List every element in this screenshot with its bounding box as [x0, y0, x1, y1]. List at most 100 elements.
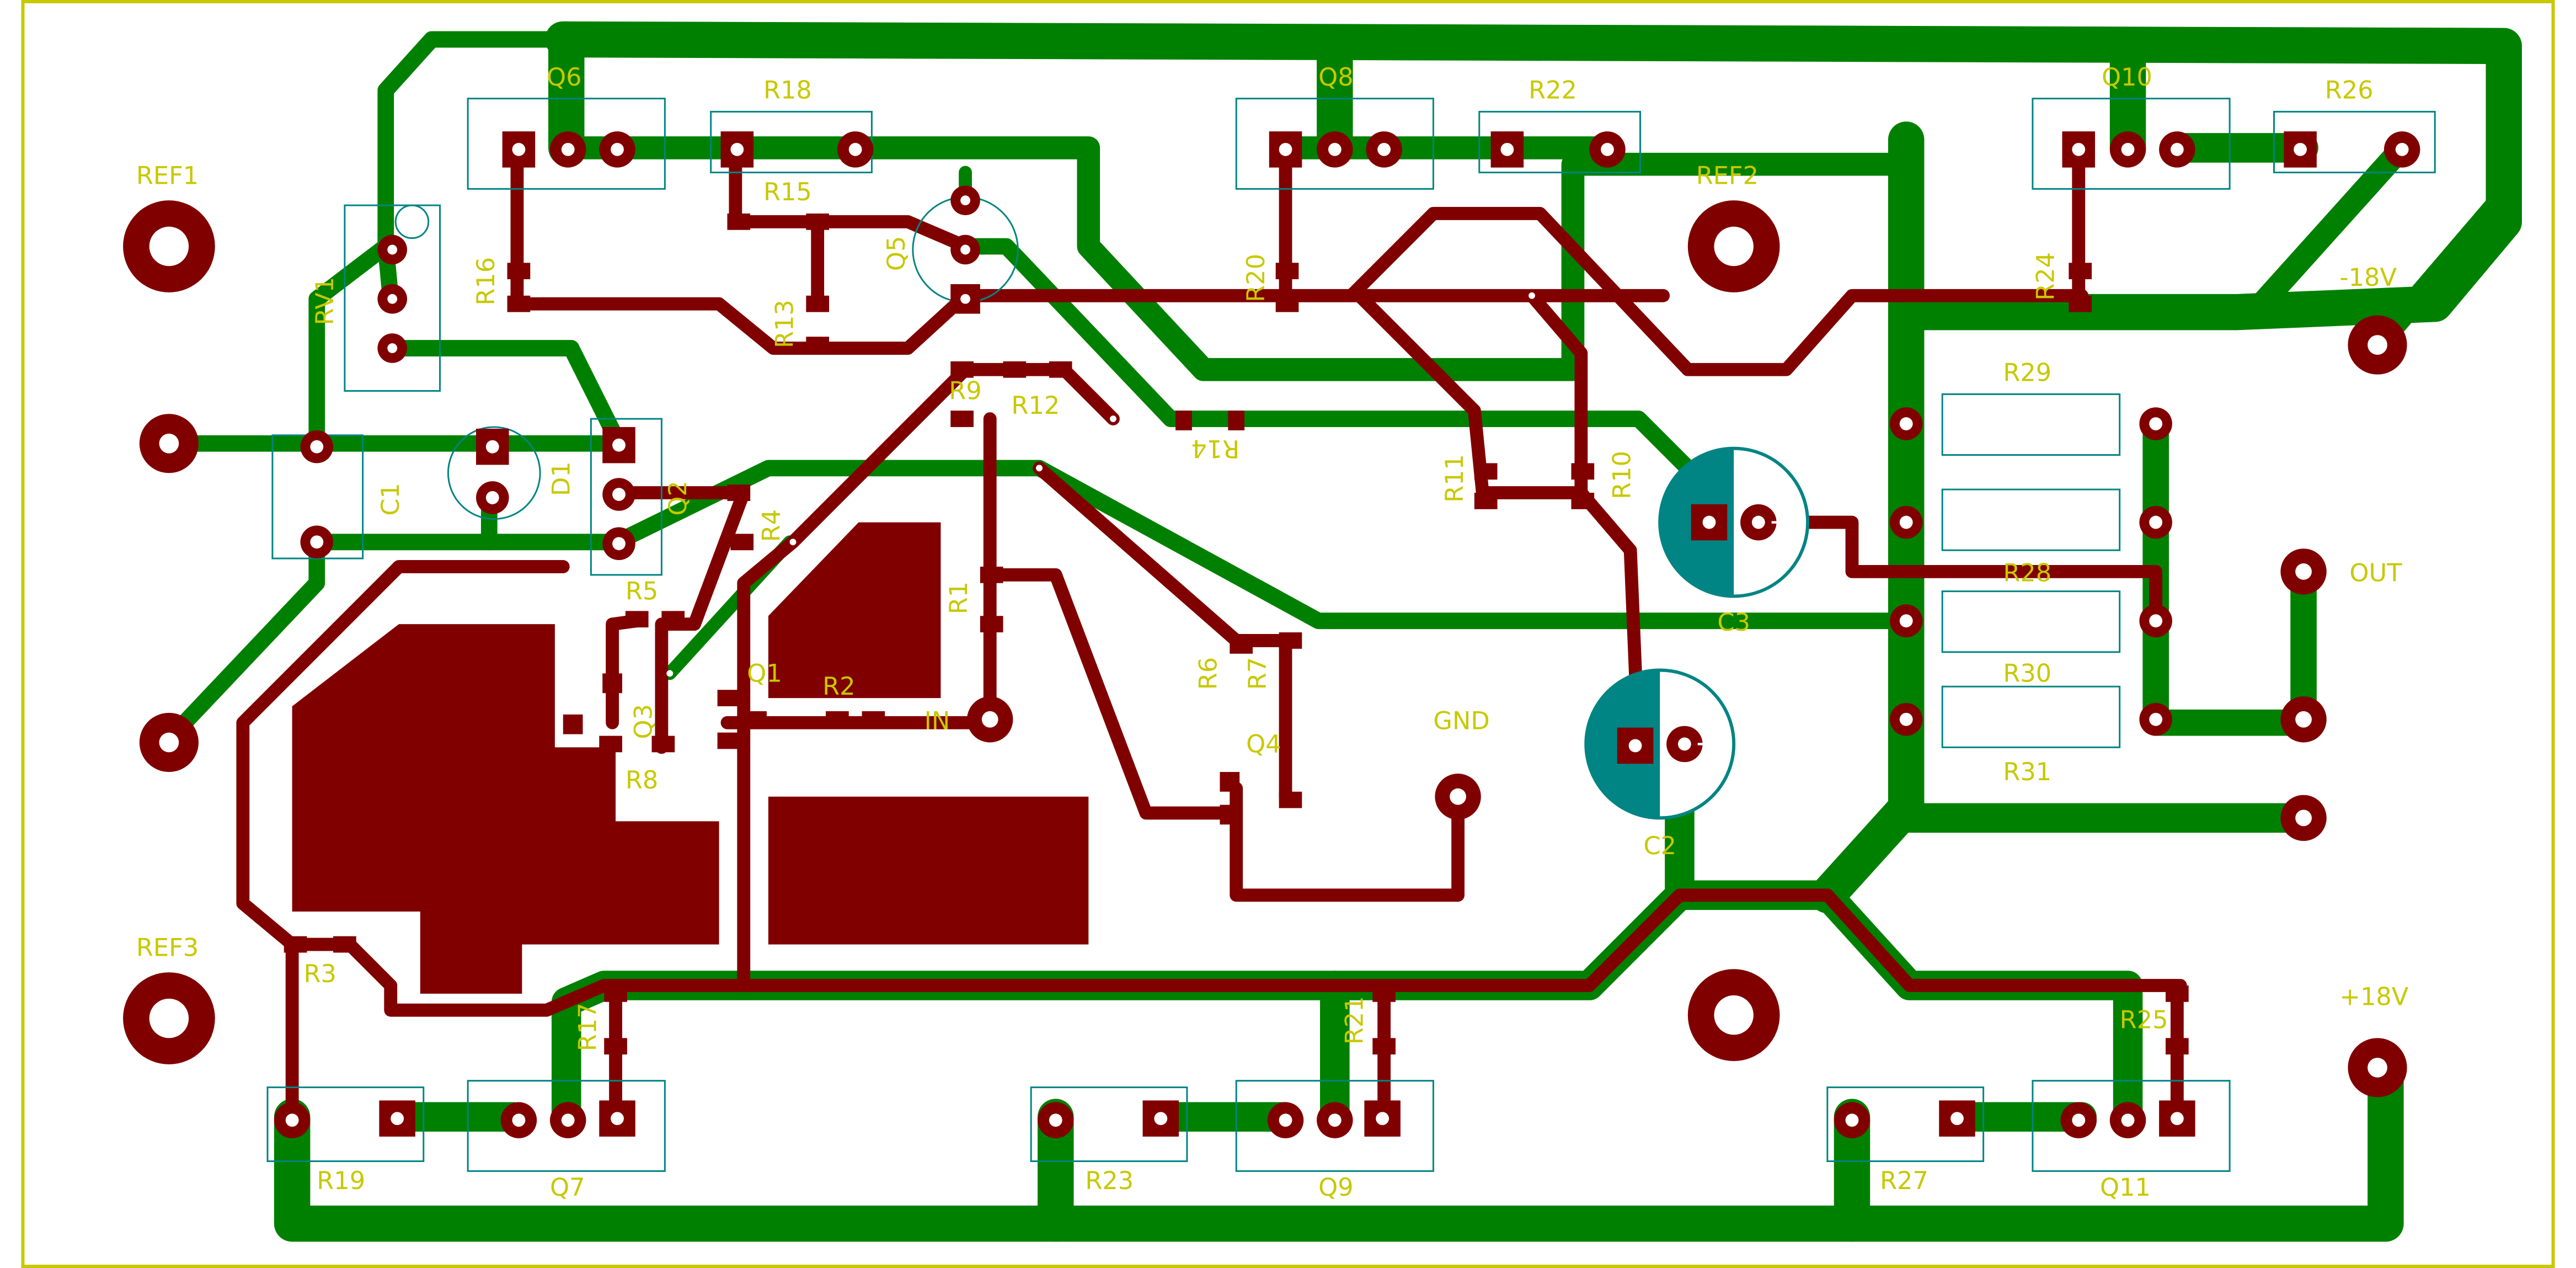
- label-r15: R15: [763, 178, 812, 206]
- copper-pour-left: [292, 624, 719, 994]
- q7-outline: [467, 1080, 666, 1172]
- q2-outline: [590, 418, 662, 576]
- r19-outline: [266, 1086, 425, 1163]
- rv1-adjust-outline: [394, 204, 430, 239]
- r14-link: [957, 238, 1738, 518]
- label-r30: R30: [2003, 659, 2051, 688]
- label-rv1: RV1: [311, 277, 339, 326]
- r15-q5: [811, 215, 972, 253]
- r27-outline: [1826, 1086, 1985, 1163]
- q8-outline: [1235, 98, 1434, 190]
- label-r31: R31: [2003, 758, 2051, 786]
- r26-to-rail: [2242, 136, 2414, 324]
- label-r29: R29: [2003, 359, 2051, 387]
- rv1-top-link: [377, 31, 571, 307]
- r6-r7: [1033, 461, 1292, 803]
- label-q1: Q1: [747, 659, 782, 688]
- r29-outline: [1941, 393, 2121, 456]
- label-r14: R14: [1191, 434, 1239, 463]
- label-q6: Q6: [547, 63, 582, 92]
- rv1-outline: [344, 204, 441, 392]
- r28-outline: [1941, 488, 2121, 551]
- r31-outline: [1941, 685, 2121, 748]
- label-q3: Q3: [629, 704, 658, 739]
- d1-outline: [447, 426, 541, 520]
- label-out: OUT: [2349, 559, 2402, 588]
- r10-link: [1525, 289, 1588, 499]
- label-r13: R13: [771, 300, 799, 348]
- label-r19: R19: [317, 1166, 365, 1195]
- label-r21: R21: [1340, 996, 1369, 1045]
- label-ref2: REF2: [1696, 161, 1759, 190]
- label-ref1: REF1: [136, 161, 199, 190]
- silkscreen-labels: REF1 REF2 REF3 Q6 R18 Q8 R22 Q10 R26 R15…: [136, 63, 2409, 1202]
- label-r5: R5: [626, 577, 658, 605]
- q11-outline: [2032, 1080, 2231, 1172]
- label-r2: R2: [822, 672, 855, 701]
- label-q8: Q8: [1318, 63, 1354, 92]
- label-q11: Q11: [2100, 1173, 2151, 1202]
- minus18-trace: [2366, 185, 2516, 356]
- q10-outline: [2032, 98, 2231, 190]
- label-r4: R4: [757, 509, 786, 542]
- q6-outline: [467, 98, 666, 190]
- label-plus18v: +18V: [2340, 983, 2409, 1011]
- polarity-marks: [1697, 512, 1792, 754]
- c3-out: [1755, 515, 2163, 631]
- q2-r5: [614, 486, 751, 754]
- label-r1: R1: [944, 582, 973, 614]
- label-r27: R27: [1880, 1166, 1928, 1195]
- label-r22: R22: [1529, 76, 1577, 105]
- label-gnd: GND: [1433, 707, 1489, 736]
- label-r18: R18: [763, 76, 812, 105]
- drill-holes: [149, 142, 2409, 1127]
- label-r12: R12: [1011, 391, 1060, 420]
- left-loop: [236, 560, 2187, 1017]
- label-c3: C3: [1717, 608, 1750, 637]
- label-r17: R17: [573, 1003, 602, 1051]
- q9-outline: [1235, 1080, 1434, 1172]
- label-r23: R23: [1085, 1166, 1134, 1195]
- label-minus18v: -18V: [2340, 263, 2397, 292]
- copper-pour-right: [768, 796, 1089, 945]
- positive-supply-rail: [274, 1049, 2404, 1242]
- label-r10: R10: [1608, 451, 1637, 499]
- label-q2: Q2: [664, 481, 692, 516]
- top-copper-traces: [236, 141, 2187, 1124]
- r26-outline: [2273, 110, 2436, 174]
- label-in: IN: [924, 707, 950, 736]
- label-r6: R6: [1194, 657, 1223, 690]
- label-q10: Q10: [2102, 63, 2152, 92]
- label-r8: R8: [626, 766, 658, 795]
- label-r9: R9: [949, 376, 981, 405]
- top-copper-layer: [292, 522, 1089, 994]
- label-q5: Q5: [882, 236, 911, 271]
- label-r26: R26: [2325, 76, 2374, 105]
- label-c2: C2: [1643, 832, 1676, 860]
- r16-r13: [510, 289, 972, 355]
- rv1-wiper: [308, 238, 394, 449]
- r10-c2: [1476, 486, 1645, 754]
- label-r3: R3: [303, 960, 336, 988]
- copper-pour-mid: [768, 522, 941, 699]
- label-q7: Q7: [550, 1173, 585, 1202]
- q4-gnd: [1230, 781, 1465, 902]
- negative-supply-rail: [545, 21, 2522, 331]
- r30-outline: [1941, 590, 2121, 653]
- label-r24: R24: [2032, 252, 2060, 301]
- label-d1: D1: [547, 461, 576, 496]
- label-r28: R28: [2003, 559, 2051, 588]
- label-r20: R20: [1242, 254, 1270, 302]
- label-ref3: REF3: [136, 933, 199, 962]
- r4-diag: [737, 363, 972, 992]
- r20-r11: [1344, 207, 2089, 376]
- r18-r15: [729, 141, 825, 311]
- smd-pads: [284, 213, 2189, 1055]
- r1-q4: [983, 568, 1243, 820]
- label-c1: C1: [376, 483, 405, 516]
- label-r11: R11: [1440, 454, 1469, 503]
- label-r25: R25: [2120, 1005, 2168, 1034]
- r23-outline: [1030, 1086, 1188, 1163]
- label-q9: Q9: [1318, 1173, 1354, 1202]
